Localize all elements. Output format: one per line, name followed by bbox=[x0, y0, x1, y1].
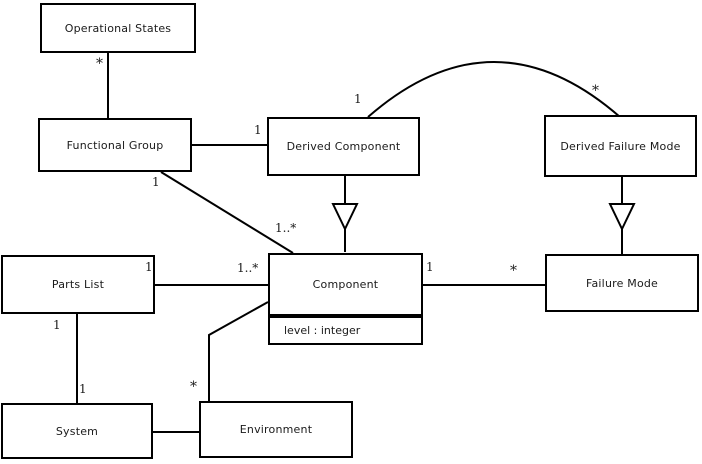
multiplicity-parts-list-component-target: 1..* bbox=[237, 261, 259, 275]
multiplicity-parts-list-system-target: 1 bbox=[79, 382, 87, 396]
multiplicity-operational-states-functional-group: * bbox=[96, 56, 103, 72]
multiplicity-parts-list-component-source: 1 bbox=[145, 260, 153, 274]
class-box-parts-list: Parts List bbox=[1, 255, 155, 314]
class-label-derived-component: Derived Component bbox=[286, 140, 401, 153]
class-label-operational-states: Operational States bbox=[64, 21, 172, 35]
multiplicity-functional-group-component-source: 1 bbox=[152, 175, 160, 189]
class-attribute-compartment-component: level : integer bbox=[268, 316, 423, 345]
multiplicity-derived-component-arc: 1 bbox=[354, 92, 362, 106]
class-label-component: Component bbox=[312, 278, 379, 291]
class-label-parts-list: Parts List bbox=[51, 278, 105, 291]
class-box-failure-mode: Failure Mode bbox=[545, 254, 699, 312]
generalization-arrow-derived-failure-mode-icon bbox=[608, 203, 636, 232]
class-label-derived-failure-mode: Derived Failure Mode bbox=[560, 139, 681, 153]
association-derived-component-derived-failure-mode-arc bbox=[367, 61, 621, 118]
class-label-functional-group: Functional Group bbox=[66, 138, 164, 152]
multiplicity-derived-failure-mode-arc: * bbox=[592, 83, 599, 99]
attribute-label-component-level: level : integer bbox=[284, 324, 361, 337]
multiplicity-component-failure-mode-target: * bbox=[510, 263, 517, 279]
association-functional-group-component bbox=[160, 171, 294, 254]
multiplicity-functional-group-derived-component: 1 bbox=[254, 123, 262, 137]
association-environment-component bbox=[208, 301, 269, 401]
class-box-component: Component bbox=[268, 253, 423, 316]
class-box-derived-component: Derived Component bbox=[267, 117, 420, 176]
class-box-operational-states: Operational States bbox=[40, 3, 196, 53]
multiplicity-component-failure-mode-source: 1 bbox=[426, 260, 434, 274]
generalization-arrow-derived-component-icon bbox=[331, 203, 359, 232]
class-label-environment: Environment bbox=[239, 423, 313, 436]
multiplicity-parts-list-system-source: 1 bbox=[53, 318, 61, 332]
class-box-functional-group: Functional Group bbox=[38, 118, 192, 172]
class-box-derived-failure-mode: Derived Failure Mode bbox=[544, 115, 697, 177]
class-box-environment: Environment bbox=[199, 401, 353, 458]
class-label-system: System bbox=[55, 424, 99, 438]
class-box-system: System bbox=[1, 403, 153, 459]
multiplicity-environment-component: * bbox=[190, 379, 197, 395]
class-label-failure-mode: Failure Mode bbox=[585, 276, 659, 290]
multiplicity-functional-group-component-target: 1..* bbox=[275, 221, 297, 235]
